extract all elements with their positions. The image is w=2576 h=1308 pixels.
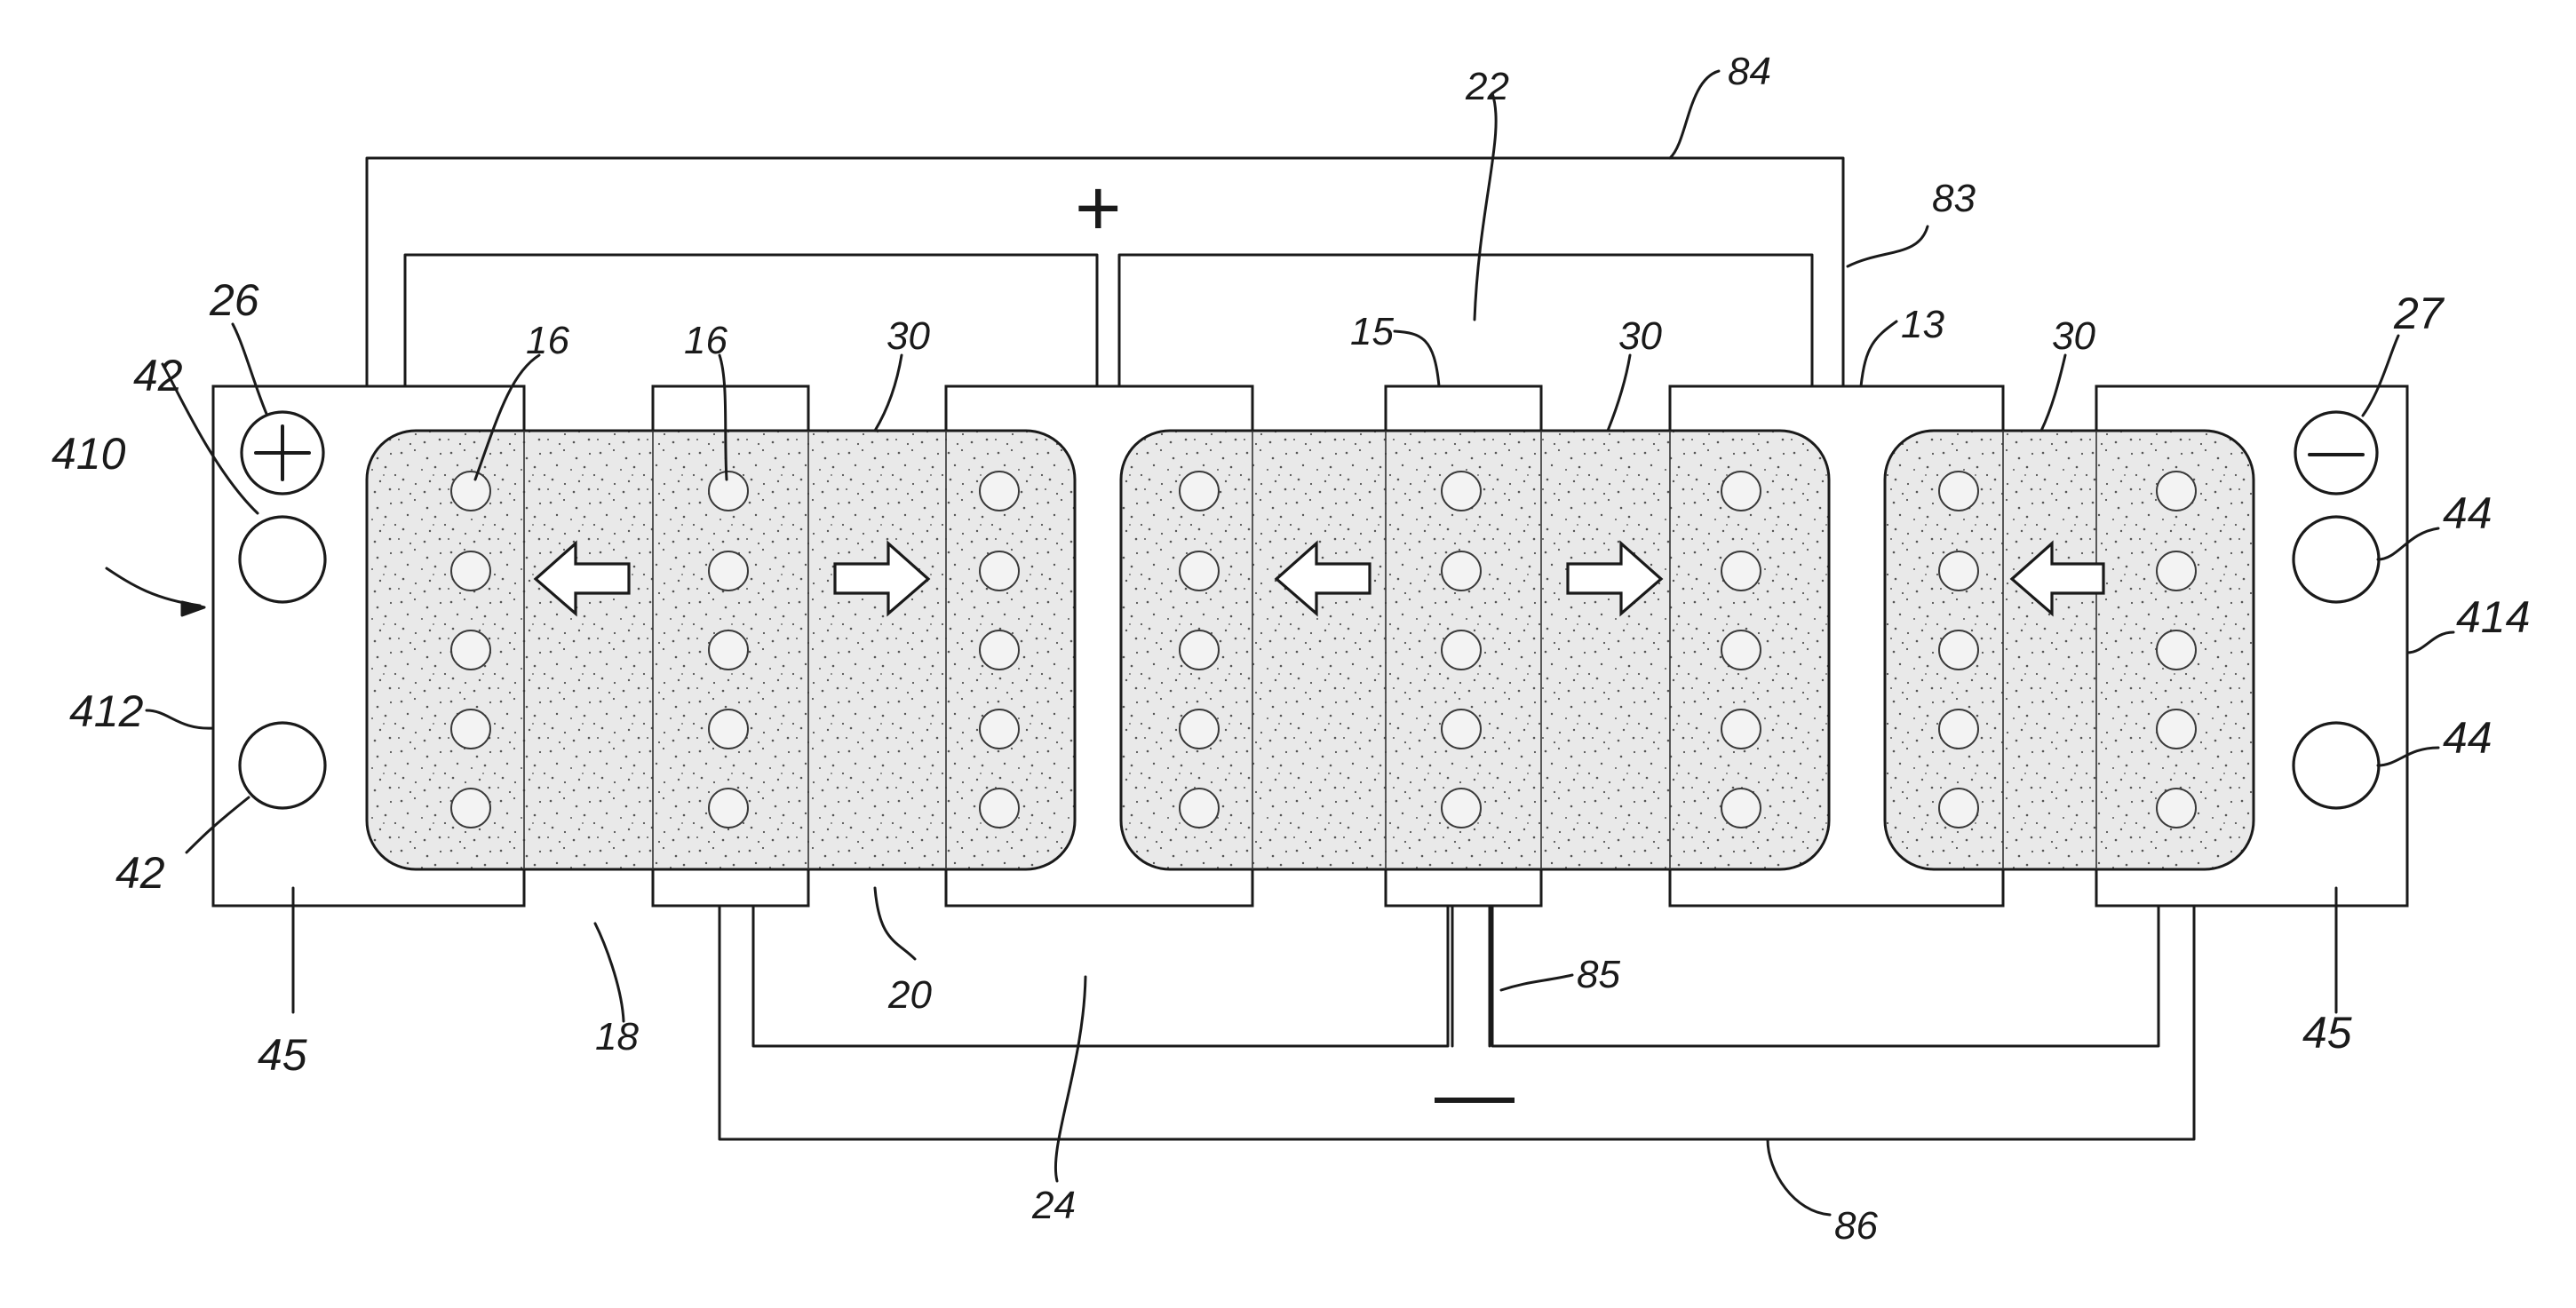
label-30-third: 30 [2052, 314, 2095, 358]
label-84: 84 [1728, 50, 1771, 93]
weld-hole [1939, 789, 1978, 828]
label-42-bottom: 42 [115, 848, 165, 898]
weld-hole [1721, 630, 1761, 670]
weld-hole [451, 630, 490, 670]
label-86: 86 [1834, 1204, 1878, 1248]
mount-hole-42-bottom [240, 723, 325, 808]
label-16-right: 16 [684, 319, 727, 362]
weld-hole [451, 709, 490, 749]
weld-hole [1721, 551, 1761, 591]
weld-hole [1442, 551, 1481, 591]
weld-hole [2157, 709, 2196, 749]
label-44-bottom: 44 [2443, 713, 2493, 763]
weld-hole [709, 709, 748, 749]
weld-hole [1939, 472, 1978, 511]
weld-hole [1721, 709, 1761, 749]
label-410: 410 [52, 429, 126, 479]
weld-hole [1180, 630, 1219, 670]
weld-hole [980, 789, 1019, 828]
weld-hole [980, 709, 1019, 749]
weld-hole [451, 789, 490, 828]
label-27: 27 [2393, 289, 2445, 338]
label-13: 13 [1901, 303, 1944, 346]
weld-hole [2157, 630, 2196, 670]
label-26: 26 [209, 275, 259, 325]
weld-hole [1721, 789, 1761, 828]
weld-hole [980, 630, 1019, 670]
weld-hole [709, 630, 748, 670]
weld-hole [2157, 551, 2196, 591]
weld-hole [1180, 789, 1219, 828]
weld-hole [2157, 472, 2196, 511]
weld-hole [451, 551, 490, 591]
label-18: 18 [595, 1015, 639, 1058]
label-20: 20 [887, 973, 932, 1017]
minus-sign: — [1435, 1050, 1515, 1138]
plus-sign: + [1075, 164, 1122, 253]
positive-bus-inner [405, 255, 1812, 386]
weld-hole [1721, 472, 1761, 511]
weld-hole [1939, 709, 1978, 749]
weld-hole [1442, 709, 1481, 749]
weld-hole [1180, 709, 1219, 749]
label-45-right: 45 [2302, 1008, 2352, 1058]
label-42-top: 42 [133, 351, 183, 400]
label-45-left: 45 [258, 1030, 307, 1080]
weld-hole [1442, 630, 1481, 670]
weld-hole [1180, 472, 1219, 511]
label-30-first: 30 [886, 314, 930, 358]
weld-hole [1442, 789, 1481, 828]
label-44-top: 44 [2443, 488, 2493, 538]
label-85: 85 [1577, 953, 1620, 996]
mount-hole-44-top [2294, 517, 2379, 602]
weld-hole [1180, 551, 1219, 591]
weld-hole [1939, 630, 1978, 670]
label-24: 24 [1031, 1184, 1076, 1227]
weld-hole [980, 551, 1019, 591]
weld-hole [2157, 789, 2196, 828]
label-83: 83 [1932, 177, 1976, 220]
weld-hole [980, 472, 1019, 511]
weld-hole [1939, 551, 1978, 591]
label-16-left: 16 [526, 319, 569, 362]
weld-hole [709, 789, 748, 828]
mount-hole-42-top [240, 517, 325, 602]
label-15: 15 [1350, 310, 1394, 353]
label-412: 412 [69, 686, 144, 736]
mount-hole-44-bottom [2294, 723, 2379, 808]
weld-hole [451, 472, 490, 511]
weld-hole [709, 551, 748, 591]
negative-bus-inner [753, 906, 1448, 1046]
label-30-second: 30 [1618, 314, 1662, 358]
weld-hole [1442, 472, 1481, 511]
label-414: 414 [2456, 592, 2530, 642]
weld-hole [709, 472, 748, 511]
label-22: 22 [1465, 65, 1509, 108]
